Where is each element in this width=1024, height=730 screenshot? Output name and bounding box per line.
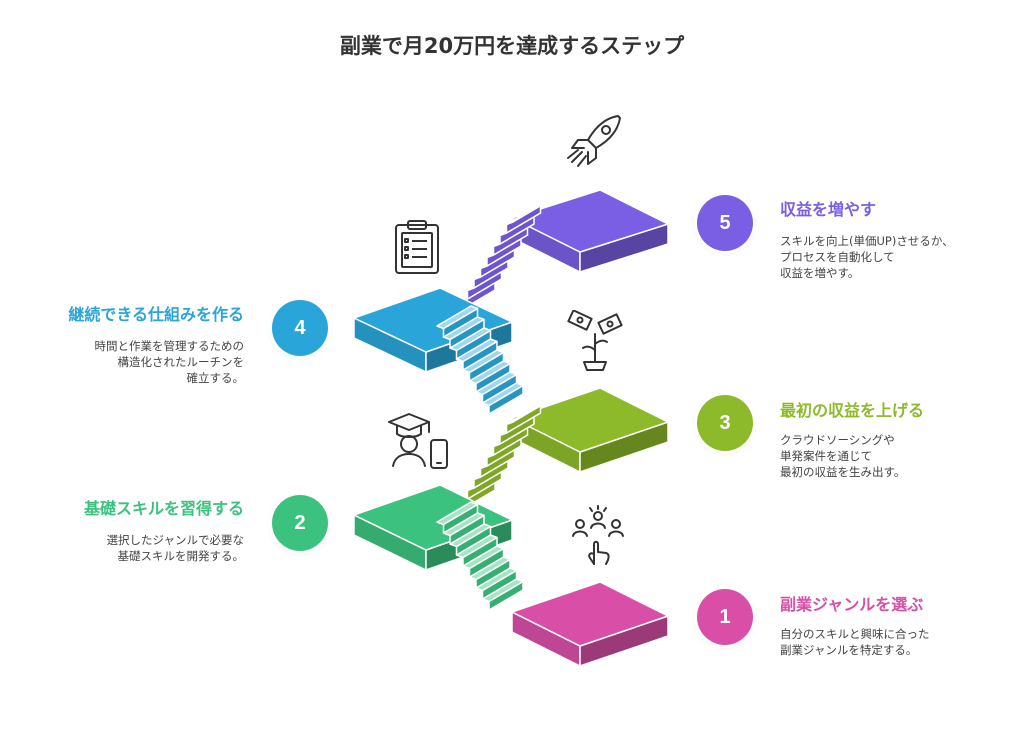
step-1-badge: 1	[697, 589, 753, 645]
stairs-3-tread	[505, 401, 548, 426]
step-5-badge: 5	[697, 195, 753, 251]
step-3-title: 最初の収益を上げる	[780, 401, 925, 420]
platform-5-top	[511, 189, 669, 253]
step-2-description: 選択したジャンルで必要な 基礎スキルを開発する。	[106, 533, 244, 563]
page-title: 副業で月20万円を達成するステップ	[339, 34, 685, 58]
step-4-description: 時間と作業を管理するための 構造化されたルーチンを 確立する。	[94, 339, 245, 385]
step-3-description: クラウドソーシングや 単発案件を通じて 最初の収益を生み出す。	[780, 433, 906, 479]
step-4-badge: 4	[272, 300, 328, 356]
rocket-icon	[567, 115, 621, 167]
money-plant-icon	[567, 310, 623, 371]
stairs-5-tread	[505, 201, 548, 226]
stairs-2-tread	[436, 501, 479, 526]
stairs-4-tread	[436, 305, 479, 330]
step-5-title: 収益を増やす	[780, 200, 877, 219]
graduate-phone-icon	[388, 413, 448, 469]
step-2-title: 基礎スキルを習得する	[83, 499, 244, 518]
clipboard-icon	[395, 220, 439, 274]
platform-4-top	[353, 287, 513, 353]
platform-1-top	[511, 581, 669, 647]
step-3-badge: 3	[697, 395, 753, 451]
step-5-description: スキルを向上(単価UP)させるか、 プロセスを自動化して 収益を増やす。	[780, 234, 954, 280]
platform-3-top	[511, 387, 669, 453]
step-2-badge: 2	[272, 495, 328, 551]
step-1-description: 自分のスキルと興味に合った 副業ジャンルを特定する。	[780, 627, 930, 657]
people-select-icon	[572, 505, 624, 565]
step-4-title: 継続できる仕組みを作る	[68, 305, 244, 324]
step-1-title: 副業ジャンルを選ぶ	[780, 595, 924, 614]
